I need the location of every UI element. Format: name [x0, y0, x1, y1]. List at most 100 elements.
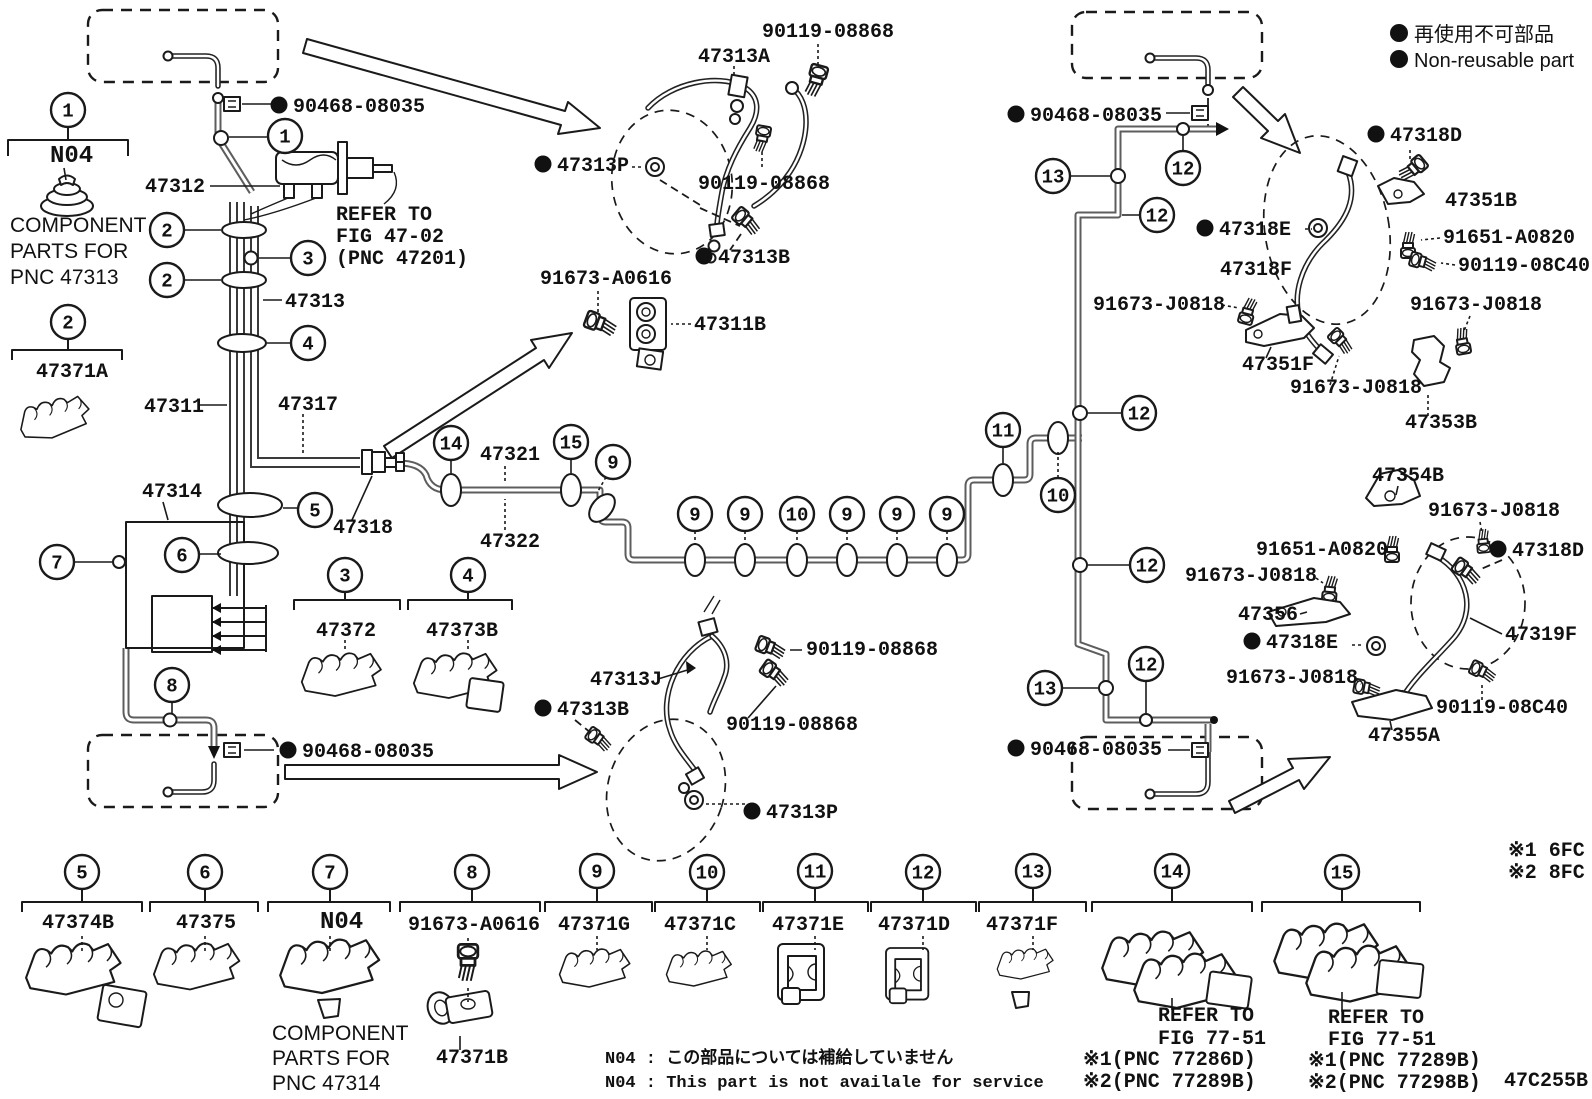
callout-10[interactable]: 10 — [778, 495, 816, 533]
part-label-47318d[interactable]: 47318D — [1489, 540, 1585, 563]
callout-14[interactable]: 14 — [432, 424, 470, 462]
callout-2[interactable]: 2 — [49, 303, 87, 341]
callout-2[interactable]: 2 — [148, 211, 186, 249]
part-label-90468-08035[interactable]: 90468-08035 — [279, 741, 435, 764]
part-label-47321[interactable]: 47321 — [480, 444, 540, 467]
part-label-n04[interactable]: N04 — [50, 143, 93, 170]
part-label-90468-08035[interactable]: 90468-08035 — [1007, 105, 1163, 128]
part-label-91673-j0818[interactable]: 91673-J0818 — [1226, 667, 1358, 690]
part-label-47372[interactable]: 47372 — [316, 620, 376, 643]
callout-2[interactable]: 2 — [148, 261, 186, 299]
part-label-47318d[interactable]: 47318D — [1367, 125, 1463, 148]
callout-5[interactable]: 5 — [296, 491, 334, 529]
part-label-91651-a0820[interactable]: 91651-A0820 — [1256, 539, 1388, 562]
callout-3[interactable]: 3 — [326, 556, 364, 594]
callout-4[interactable]: 4 — [289, 324, 327, 362]
callout-9[interactable]: 9 — [676, 495, 714, 533]
callout-12[interactable]: 12 — [1127, 645, 1165, 683]
callout-1[interactable]: 1 — [266, 117, 304, 155]
part-label-91673-j0818[interactable]: 91673-J0818 — [1290, 377, 1422, 400]
part-label-47313a[interactable]: 47313A — [698, 46, 770, 69]
part-label-47311[interactable]: 47311 — [144, 396, 204, 419]
part-label-47318[interactable]: 47318 — [333, 517, 393, 540]
part-label-47319f[interactable]: 47319F — [1505, 624, 1577, 647]
part-label-47371c[interactable]: 47371C — [664, 914, 736, 937]
part-label-47371e[interactable]: 47371E — [772, 914, 844, 937]
part-label-47354b[interactable]: 47354B — [1372, 465, 1444, 488]
callout-14[interactable]: 14 — [1153, 852, 1191, 890]
part-label-47371d[interactable]: 47371D — [878, 914, 950, 937]
part-label-47351f[interactable]: 47351F — [1242, 354, 1314, 377]
part-label-90468-08035[interactable]: 90468-08035 — [270, 96, 426, 119]
part-label-n04[interactable]: N04 — [320, 909, 363, 936]
callout-1[interactable]: 1 — [49, 91, 87, 129]
part-label-90468-08035[interactable]: 90468-08035 — [1007, 739, 1163, 762]
part-label-47313[interactable]: 47313 — [285, 291, 345, 314]
part-label-47371a[interactable]: 47371A — [36, 361, 108, 384]
part-label-47312[interactable]: 47312 — [145, 176, 205, 199]
part-label-47313b[interactable]: 47313B — [534, 699, 630, 722]
part-label-91673-a0616[interactable]: 91673-A0616 — [408, 914, 540, 937]
callout-11[interactable]: 11 — [984, 411, 1022, 449]
callout-9[interactable]: 9 — [878, 495, 916, 533]
callout-6[interactable]: 6 — [163, 536, 201, 574]
part-label-47371g[interactable]: 47371G — [558, 914, 630, 937]
part-label-47314[interactable]: 47314 — [142, 481, 202, 504]
part-label-47322[interactable]: 47322 — [480, 531, 540, 554]
callout-9[interactable]: 9 — [726, 495, 764, 533]
part-label-90119-08868[interactable]: 90119-08868 — [698, 173, 830, 196]
callout-9[interactable]: 9 — [594, 443, 632, 481]
part-label-90119-08868[interactable]: 90119-08868 — [806, 639, 938, 662]
callout-12[interactable]: 12 — [1128, 546, 1166, 584]
part-label-90119-08868[interactable]: 90119-08868 — [762, 21, 894, 44]
part-label-90119-08c40[interactable]: 90119-08C40 — [1436, 697, 1568, 720]
part-label-90119-08868[interactable]: 90119-08868 — [726, 714, 858, 737]
part-label-47373b[interactable]: 47373B — [426, 620, 498, 643]
part-label-47313p[interactable]: 47313P — [743, 802, 839, 825]
callout-4[interactable]: 4 — [449, 556, 487, 594]
callout-8[interactable]: 8 — [153, 666, 191, 704]
callout-10[interactable]: 10 — [1039, 476, 1077, 514]
part-label-91673-j0818[interactable]: 91673-J0818 — [1185, 565, 1317, 588]
callout-5[interactable]: 5 — [63, 853, 101, 891]
part-label-47318e[interactable]: 47318E — [1243, 632, 1339, 655]
callout-9[interactable]: 9 — [928, 495, 966, 533]
part-label-47351b[interactable]: 47351B — [1445, 190, 1517, 213]
part-label-47313b[interactable]: 47313B — [695, 247, 791, 270]
callout-8[interactable]: 8 — [453, 853, 491, 891]
part-label-47313p[interactable]: 47313P — [534, 155, 630, 178]
part-label-91673-a0616[interactable]: 91673-A0616 — [540, 268, 672, 291]
callout-6[interactable]: 6 — [186, 853, 224, 891]
callout-7[interactable]: 7 — [311, 853, 349, 891]
part-label-91651-a0820[interactable]: 91651-A0820 — [1443, 227, 1575, 250]
part-label-47371f[interactable]: 47371F — [986, 914, 1058, 937]
part-label-47313j[interactable]: 47313J — [590, 669, 662, 692]
part-label-91673-j0818[interactable]: 91673-J0818 — [1093, 294, 1225, 317]
part-label-47375[interactable]: 47375 — [176, 912, 236, 935]
part-label-47374b[interactable]: 47374B — [42, 912, 114, 935]
callout-12[interactable]: 12 — [1138, 196, 1176, 234]
part-label-47311b[interactable]: 47311B — [694, 314, 766, 337]
callout-10[interactable]: 10 — [688, 853, 726, 891]
callout-7[interactable]: 7 — [38, 543, 76, 581]
callout-9[interactable]: 9 — [578, 852, 616, 890]
part-label-47318e[interactable]: 47318E — [1196, 219, 1292, 242]
callout-13[interactable]: 13 — [1014, 852, 1052, 890]
callout-15[interactable]: 15 — [552, 423, 590, 461]
callout-15[interactable]: 15 — [1323, 853, 1361, 891]
part-label-47318f[interactable]: 47318F — [1220, 259, 1292, 282]
callout-11[interactable]: 11 — [796, 852, 834, 890]
callout-12[interactable]: 12 — [1164, 149, 1202, 187]
callout-12[interactable]: 12 — [904, 853, 942, 891]
callout-13[interactable]: 13 — [1034, 157, 1072, 195]
part-label-91673-j0818[interactable]: 91673-J0818 — [1428, 500, 1560, 523]
callout-9[interactable]: 9 — [828, 495, 866, 533]
part-label-90119-08c40[interactable]: 90119-08C40 — [1458, 255, 1590, 278]
part-label-47356[interactable]: 47356 — [1238, 604, 1298, 627]
callout-13[interactable]: 13 — [1026, 669, 1064, 707]
callout-3[interactable]: 3 — [289, 239, 327, 277]
part-label-47371b[interactable]: 47371B — [436, 1047, 508, 1070]
callout-12[interactable]: 12 — [1120, 394, 1158, 432]
part-label-91673-j0818[interactable]: 91673-J0818 — [1410, 294, 1542, 317]
part-label-47353b[interactable]: 47353B — [1405, 412, 1477, 435]
